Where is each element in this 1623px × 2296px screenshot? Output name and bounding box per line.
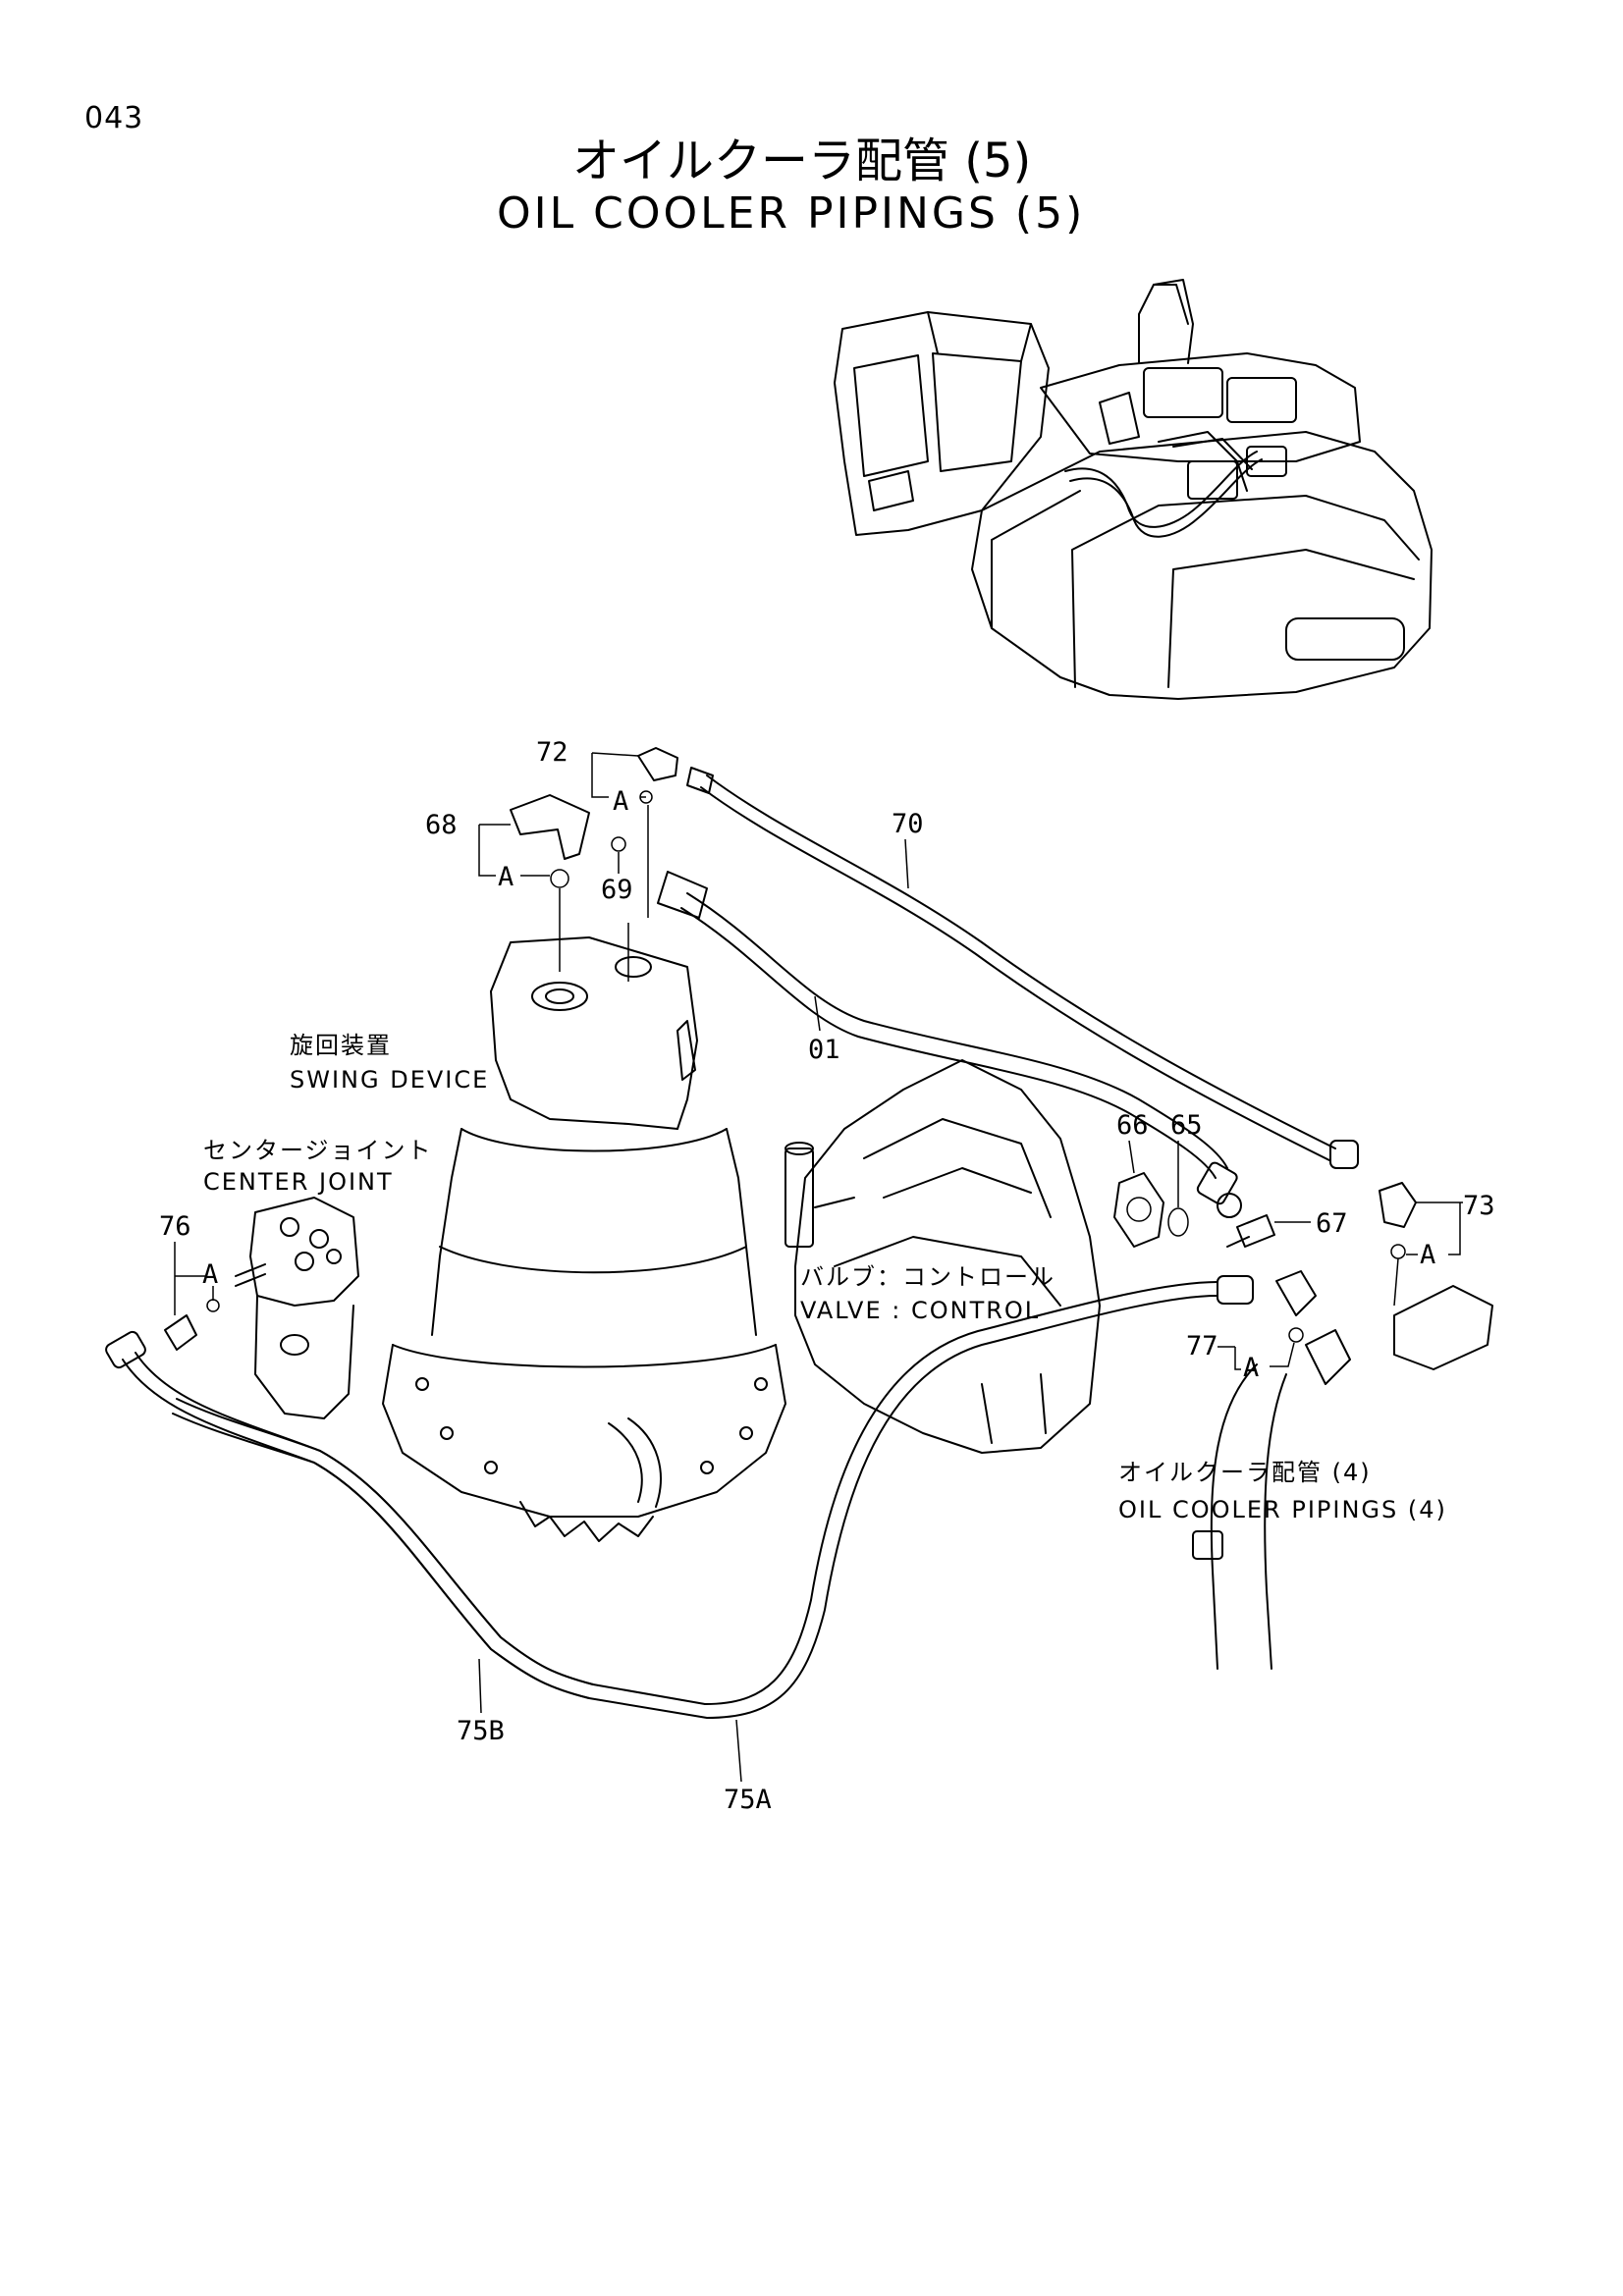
part-number-72: 72: [536, 737, 568, 768]
part-number-76: 76: [159, 1211, 191, 1242]
part-number-75b: 75B: [457, 1716, 505, 1746]
swing-device: [383, 937, 785, 1541]
set-marker-a-72: A: [613, 786, 629, 817]
center-joint: [236, 1198, 358, 1418]
part-number-75a: 75A: [724, 1785, 772, 1815]
set-marker-a-76: A: [202, 1259, 219, 1290]
part-number-73: 73: [1463, 1191, 1495, 1221]
hose-75: [104, 1276, 1253, 1718]
valve-control-label-en: VALVE : CONTROL: [800, 1297, 1041, 1324]
hose-70: [687, 768, 1358, 1168]
leader-lines: [175, 753, 1463, 1782]
part-number-69: 69: [601, 875, 633, 905]
fittings: [165, 748, 1416, 1350]
control-valve: [785, 1060, 1100, 1453]
title-english: OIL COOLER PIPINGS (5): [497, 188, 1086, 239]
center-joint-label-en: CENTER JOINT: [203, 1168, 394, 1196]
oil-cooler-pipings-4-stub: [1193, 1286, 1492, 1669]
set-marker-a-68: A: [498, 862, 514, 892]
title-japanese: オイルクーラ配管 (5): [572, 133, 1032, 188]
page-number: 043: [84, 101, 144, 135]
part-number-01: 01: [808, 1035, 840, 1065]
oil-cooler-4-label-en: OIL COOLER PIPINGS (4): [1118, 1496, 1447, 1523]
excavator-overview: [835, 280, 1432, 699]
part-number-67: 67: [1316, 1208, 1348, 1239]
swing-device-label-jp: 旋回装置: [290, 1032, 392, 1059]
oil-cooler-4-label-jp: オイルクーラ配管 (4): [1118, 1459, 1372, 1486]
valve-control-label-jp: バルブ：コントロール: [800, 1263, 1055, 1291]
set-marker-a-73: A: [1420, 1240, 1436, 1270]
part-number-70: 70: [892, 809, 924, 839]
part-number-68: 68: [425, 810, 458, 840]
part-number-65: 65: [1170, 1110, 1203, 1141]
center-joint-label-jp: センタージョイント: [203, 1137, 433, 1164]
part-number-66: 66: [1116, 1110, 1149, 1141]
swing-device-label-en: SWING DEVICE: [290, 1066, 490, 1094]
hose-01: [658, 872, 1241, 1217]
part-number-77: 77: [1186, 1331, 1218, 1362]
